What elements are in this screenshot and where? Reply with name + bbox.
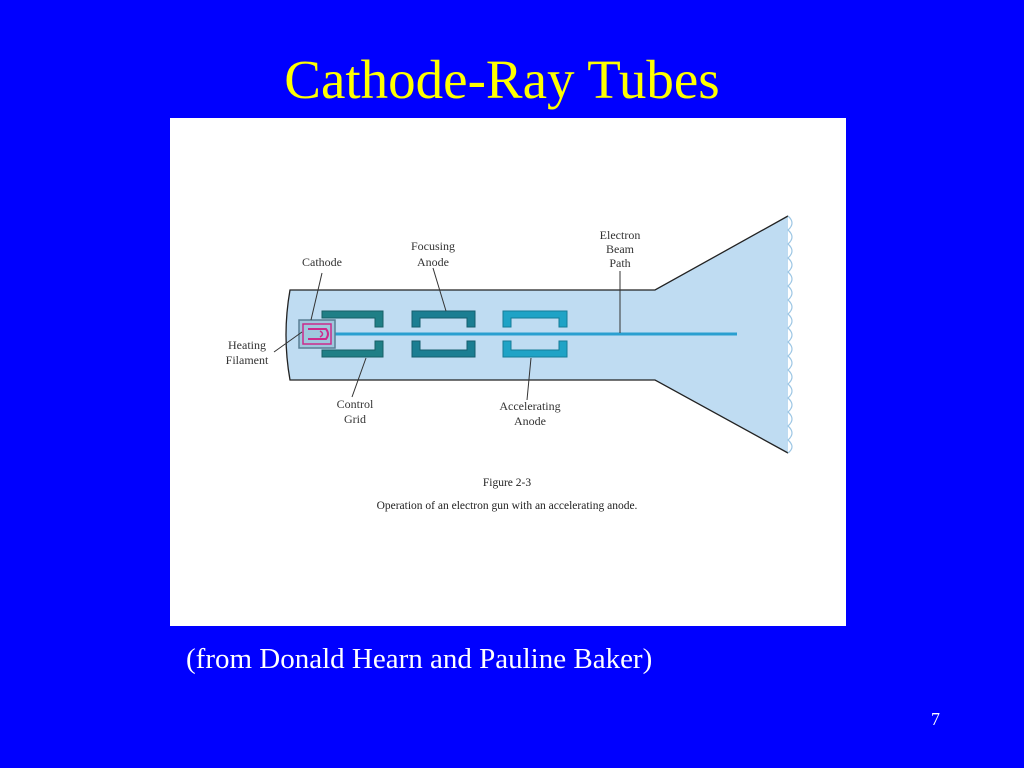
slide-title: Cathode-Ray Tubes <box>284 49 720 110</box>
label-electron-beam-path-line1: Electron <box>600 228 641 242</box>
control-grid-bottom <box>321 340 384 358</box>
control-grid-top <box>321 310 384 328</box>
leader-control-grid <box>351 357 367 398</box>
crt-screen-edge <box>788 216 846 453</box>
heating-filament-loop <box>319 330 324 338</box>
accelerating-anode-top <box>502 310 568 328</box>
crt-diagram: Cathode Focusing Anode Electron Beam Pat… <box>226 215 846 512</box>
label-heating-filament-line1: Heating <box>228 338 266 352</box>
crt-diagram-figure: Cathode Focusing Anode Electron Beam Pat… <box>170 118 846 626</box>
figure-number: Figure 2-3 <box>483 477 531 489</box>
slide-number: 7 <box>931 709 940 729</box>
leader-cathode <box>310 272 323 321</box>
cathode-inner <box>302 323 332 345</box>
label-accelerating-anode-line2: Anode <box>514 414 546 428</box>
label-heating-filament-line2: Filament <box>226 353 269 367</box>
label-control-grid-line2: Grid <box>344 412 366 426</box>
crt-screen-wave <box>787 215 793 454</box>
crt-tube-outline <box>285 215 789 454</box>
heating-filament-coil <box>308 328 329 340</box>
accelerating-anode-bottom <box>502 340 568 358</box>
label-accelerating-anode-line1: Accelerating <box>499 399 560 413</box>
leader-focusing-anode <box>432 267 447 312</box>
figure-caption: Operation of an electron gun with an acc… <box>377 500 638 512</box>
source-citation: (from Donald Hearn and Pauline Baker) <box>186 643 653 675</box>
label-cathode: Cathode <box>302 255 342 269</box>
label-electron-beam-path-line2: Beam <box>606 242 635 256</box>
leader-accelerating-anode <box>526 357 532 401</box>
label-control-grid-line1: Control <box>337 397 374 411</box>
label-focusing-anode-line1: Focusing <box>411 239 455 253</box>
label-electron-beam-path-line3: Path <box>609 256 630 270</box>
focusing-anode-top <box>411 310 476 328</box>
leader-heating-filament <box>273 331 303 353</box>
focusing-anode-bottom <box>411 340 476 358</box>
label-focusing-anode-line2: Anode <box>417 255 449 269</box>
